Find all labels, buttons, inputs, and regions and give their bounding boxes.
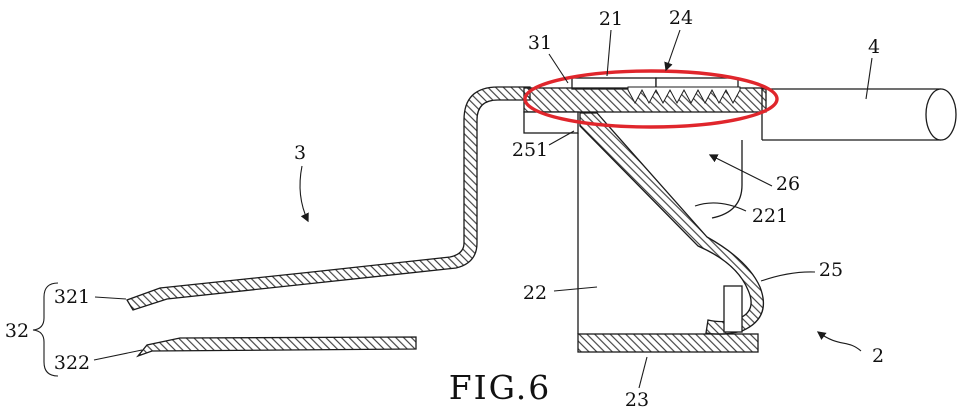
- serration-teeth: [627, 86, 741, 105]
- figure-caption: FIG.6: [449, 368, 552, 407]
- prong-322: [136, 336, 417, 358]
- rod-body-fill: [762, 89, 942, 140]
- label-23: 23: [625, 389, 649, 411]
- arrow-3: [299, 165, 309, 223]
- label-21: 21: [599, 8, 623, 30]
- right-wall-tab-221: [711, 140, 743, 219]
- label-2: 2: [872, 345, 884, 367]
- brace-32: [32, 282, 59, 377]
- leader-22: [553, 286, 598, 292]
- arrow-2: [816, 331, 862, 352]
- label-3: 3: [294, 142, 306, 164]
- label-24: 24: [669, 7, 693, 29]
- label-22: 22: [523, 282, 547, 304]
- inner-post: [723, 285, 743, 333]
- label-32: 32: [5, 320, 29, 342]
- arrow-24: [664, 29, 681, 72]
- label-221: 221: [752, 205, 788, 227]
- label-25: 25: [819, 259, 843, 281]
- highlight-ellipse: [523, 69, 779, 129]
- label-322: 322: [54, 352, 90, 374]
- leader-21: [606, 29, 612, 77]
- rod-4: [761, 88, 957, 141]
- label-321: 321: [54, 286, 90, 308]
- spring-25: [579, 112, 765, 335]
- leader-23: [638, 356, 648, 389]
- leader-322: [93, 349, 143, 361]
- leader-4: [865, 57, 873, 100]
- label-251: 251: [512, 139, 548, 161]
- rod-end-cap: [925, 88, 957, 141]
- leader-31: [548, 53, 569, 84]
- leader-321: [94, 296, 127, 300]
- label-4: 4: [868, 36, 880, 58]
- label-31: 31: [528, 32, 552, 54]
- arrow-26: [708, 154, 773, 187]
- arm-3: [126, 86, 531, 311]
- label-26: 26: [776, 173, 800, 195]
- leader-251: [548, 130, 575, 146]
- base-bar-23: [577, 333, 759, 353]
- leader-25: [760, 271, 816, 282]
- leader-221: [694, 202, 747, 212]
